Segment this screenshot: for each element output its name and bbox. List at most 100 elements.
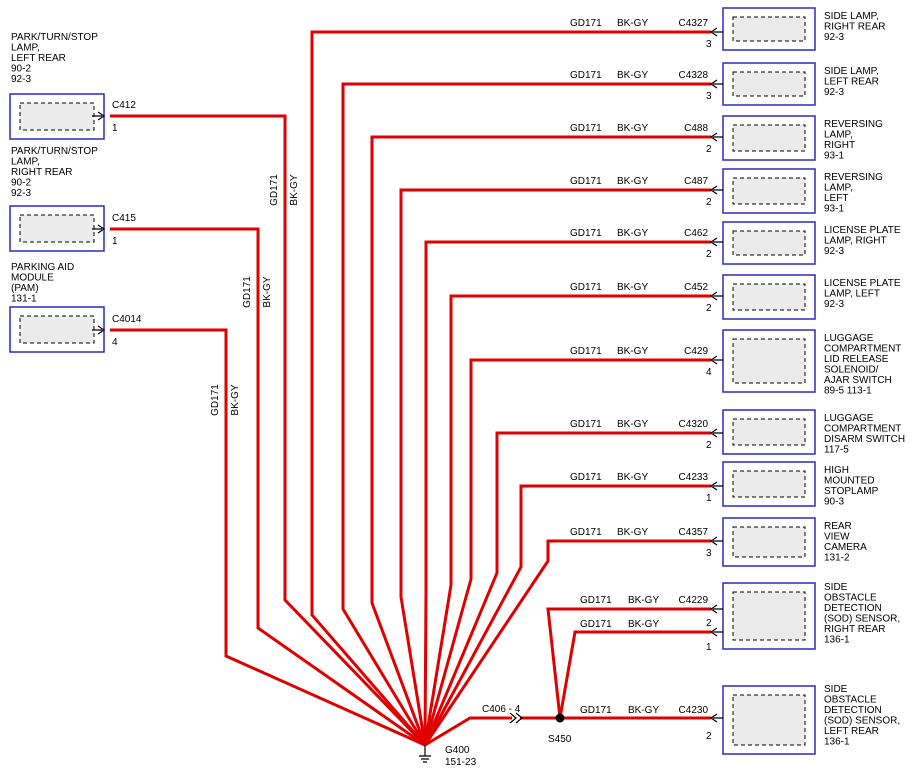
rc9-name-line-1: HIGH — [824, 465, 849, 476]
lc2-name-line-4: 90-2 — [11, 178, 31, 189]
rc4-wire — [399, 188, 711, 746]
rc9-wire — [423, 484, 711, 746]
rc10-wire — [423, 539, 711, 746]
rc2-pin-label: 3 — [706, 91, 712, 102]
lc2-connector-label: C415 — [112, 213, 136, 224]
rc8-connector-label: C4320 — [679, 419, 709, 430]
rc5-wire — [423, 240, 711, 746]
rc4-name-line-1: REVERSING — [824, 172, 883, 183]
rc11-color-label-2: BK-GY — [628, 619, 659, 630]
lc1-name-line-2: LAMP, — [11, 43, 40, 54]
rc3-pin-label: 2 — [706, 144, 712, 155]
rc4-connector-label: C487 — [684, 176, 708, 187]
lc2-name-line-2: LAMP, — [11, 157, 40, 168]
lc1-pin-terminal — [92, 111, 106, 121]
lc1-color-label: BK-GY — [289, 174, 300, 205]
rc8-color-label: BK-GY — [617, 419, 648, 430]
rc1-color-label: BK-GY — [617, 18, 648, 29]
rc11-name-line-3: DETECTION — [824, 603, 882, 614]
rc8-circuit-label: GD171 — [570, 419, 602, 430]
lc2-pin-terminal — [92, 224, 106, 234]
rc2-name-line-1: SIDE LAMP, — [824, 66, 879, 77]
rc12-name-line-1: SIDE — [824, 684, 848, 695]
rc8-name-line-3: DISARM SWITCH — [824, 434, 905, 445]
rc10-circuit-label: GD171 — [570, 527, 602, 538]
lc3-name-line-4: 131-1 — [11, 294, 37, 305]
ground-to-c406-wire — [424, 716, 512, 747]
rc1-name-line-1: SIDE LAMP, — [824, 11, 879, 22]
rc11-name-line-2: OBSTACLE — [824, 593, 877, 604]
splice-dot — [555, 713, 565, 723]
lc1-wire — [110, 114, 427, 747]
rc1-name-line-3: 92-3 — [824, 32, 844, 43]
rc5-pin-label: 2 — [706, 249, 712, 260]
rc12-pin-terminal — [709, 713, 723, 723]
rc1-connector-label: C4327 — [679, 18, 709, 29]
rc9-pin-label: 1 — [706, 493, 712, 504]
rc4-pin-terminal — [709, 185, 723, 195]
rc9-circuit-label: GD171 — [570, 472, 602, 483]
rc9-color-label: BK-GY — [617, 472, 648, 483]
rc4-color-label: BK-GY — [617, 176, 648, 187]
rc11-name-line-6: 136-1 — [824, 635, 850, 646]
rc12-name-line-3: DETECTION — [824, 705, 882, 716]
lc1-name-line-4: 90-2 — [11, 64, 31, 75]
rc2-pin-terminal — [709, 79, 723, 89]
lc3-pin-terminal — [92, 325, 106, 335]
rc4-name-line-4: 93-1 — [824, 204, 844, 215]
rc12-circuit-label: GD171 — [580, 705, 612, 716]
rc3-box-inner — [732, 124, 806, 152]
rc6-name-line-1: LICENSE PLATE — [824, 278, 901, 289]
lc1-box-inner — [19, 102, 95, 131]
rc6-color-label: BK-GY — [617, 282, 648, 293]
splice-label: S450 — [548, 734, 572, 745]
rc7-name-line-2: COMPARTMENT — [824, 344, 901, 355]
rc8-name-line-2: COMPARTMENT — [824, 424, 901, 435]
rc12-connector-label: C4230 — [679, 705, 709, 716]
lc1-circuit-label: GD171 — [269, 174, 280, 206]
rc10-name-line-1: REAR — [824, 521, 852, 532]
c406-label: C406 - 4 — [482, 704, 521, 715]
rc6-connector-label: C452 — [684, 282, 708, 293]
rc12-name-line-5: LEFT REAR — [824, 726, 879, 737]
splice-to-rc11-pin1-wire — [546, 607, 711, 719]
rc9-connector-label: C4233 — [679, 472, 709, 483]
rc9-pin-terminal — [709, 481, 723, 491]
rc12-name-line-6: 136-1 — [824, 737, 850, 748]
rc10-connector-label: C4357 — [679, 527, 709, 538]
rc3-name-line-2: LAMP, — [824, 130, 853, 141]
rc3-name-line-1: REVERSING — [824, 119, 883, 130]
component-boxes — [9, 7, 816, 763]
lc1-pin-label: 1 — [112, 123, 118, 134]
rc3-connector-label: C488 — [684, 123, 708, 134]
c406-connector-symbol — [509, 712, 523, 724]
lc2-box-inner — [19, 214, 95, 243]
rc6-pin-label: 2 — [706, 303, 712, 314]
rc6-circuit-label: GD171 — [570, 282, 602, 293]
lc3-color-label: BK-GY — [230, 384, 241, 415]
rc7-connector-label: C429 — [684, 346, 708, 357]
rc6-name-line-2: LAMP, LEFT — [824, 289, 880, 300]
rc2-box-inner — [732, 71, 806, 97]
rc2-name-line-2: LEFT REAR — [824, 77, 879, 88]
rc3-circuit-label: GD171 — [570, 123, 602, 134]
lc2-name-line-1: PARK/TURN/STOP — [11, 146, 98, 157]
rc4-box-inner — [732, 177, 806, 205]
rc7-pin-terminal — [709, 355, 723, 365]
rc2-name-line-3: 92-3 — [824, 87, 844, 98]
rc4-circuit-label: GD171 — [570, 176, 602, 187]
ground-ref-label: 151-23 — [445, 757, 477, 768]
rc12-name-line-2: OBSTACLE — [824, 695, 877, 706]
rc3-color-label: BK-GY — [617, 123, 648, 134]
lc3-connector-label: C4014 — [112, 314, 142, 325]
lc1-name-line-5: 92-3 — [11, 74, 31, 85]
rc11-color-label-1: BK-GY — [628, 595, 659, 606]
rc2-circuit-label: GD171 — [570, 70, 602, 81]
rc5-connector-label: C462 — [684, 228, 708, 239]
rc12-color-label: BK-GY — [628, 705, 659, 716]
rc7-name-line-1: LUGGAGE — [824, 333, 874, 344]
rc5-name-line-1: LICENSE PLATE — [824, 225, 901, 236]
rc2-connector-label: C4328 — [679, 70, 709, 81]
